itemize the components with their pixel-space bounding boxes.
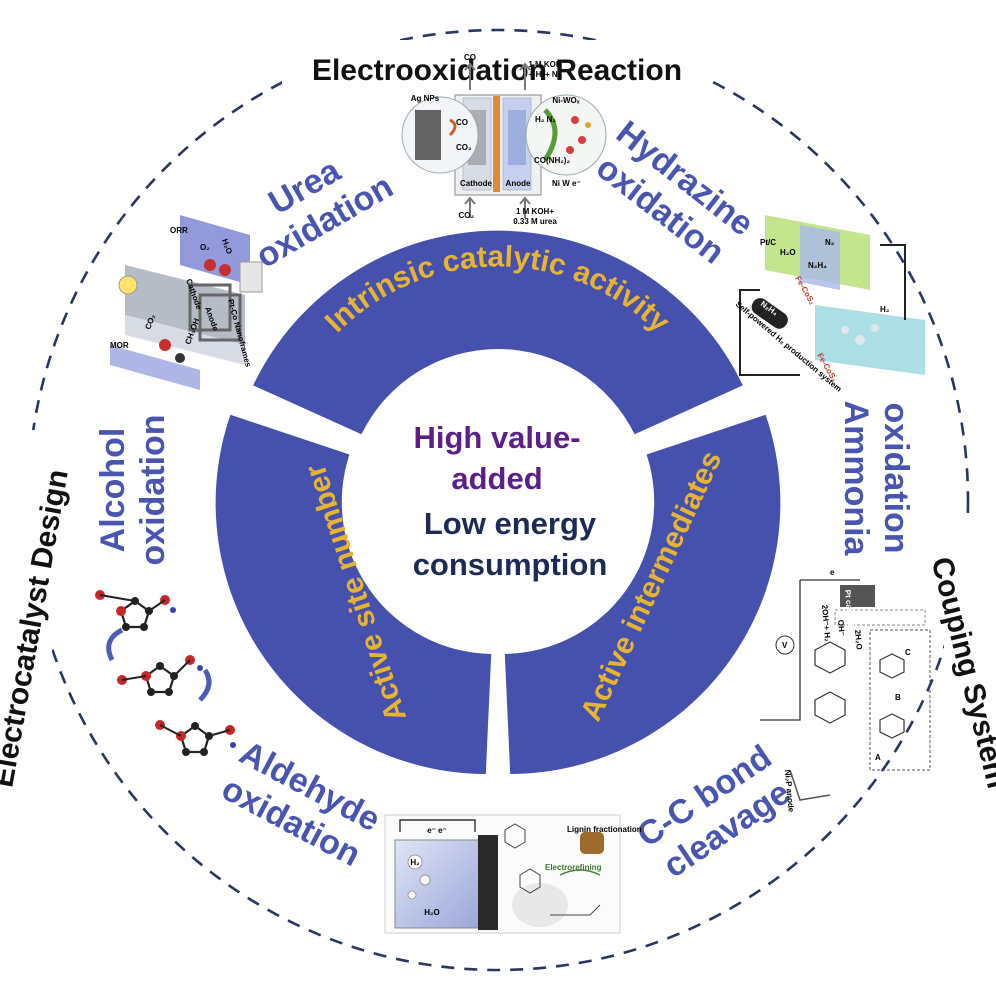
outer-right-label-backing — [944, 520, 996, 840]
svg-text:Ni W e⁻: Ni W e⁻ — [552, 179, 581, 188]
svg-text:Ni-WOₓ: Ni-WOₓ — [552, 96, 579, 105]
svg-text:Ag NPs: Ag NPs — [411, 94, 440, 103]
ammonia-coupling-illustration: Pt cathode Ni₂P anode 2OH⁻+ H₂ 2H₂O OH⁻ … — [760, 568, 931, 813]
svg-text:B: B — [895, 693, 901, 702]
svg-text:H₂O: H₂O — [424, 908, 440, 917]
svg-text:N₂H₄: N₂H₄ — [808, 261, 827, 270]
svg-text:CO(NH₂)₂: CO(NH₂)₂ — [534, 156, 570, 165]
outer-left-label-backing — [0, 430, 52, 810]
svg-text:A: A — [875, 753, 881, 762]
alcohol-fuel-cell-illustration: ORR MOR Cathode Anode Pt-Co Nanoframes H… — [110, 215, 263, 390]
svg-text:H₂O: H₂O — [780, 248, 796, 257]
center-line-3: Low energy — [424, 506, 597, 541]
outer-top-label-backing — [282, 40, 712, 90]
label-cc-bond-cleavage: C-C bond cleavage — [630, 738, 797, 886]
label-ammonia-oxidation: Ammonia oxidation — [837, 401, 915, 557]
svg-text:C: C — [905, 648, 911, 657]
label-alcohol-oxidation: Alcohol oxidation — [94, 414, 172, 565]
center-line-2: added — [451, 461, 542, 496]
svg-text:N₂: N₂ — [825, 238, 835, 247]
svg-text:Pt cathode: Pt cathode — [843, 589, 856, 631]
svg-text:2H₂O: 2H₂O — [853, 629, 864, 650]
label-hydrazine-oxidation: Hydrazine oxidation — [589, 113, 761, 271]
label-urea-oxidation: Urea oxidation — [250, 151, 400, 276]
svg-text:e⁻ e⁻: e⁻ e⁻ — [427, 826, 447, 835]
center-line-4: consumption — [413, 547, 608, 582]
svg-text:H₂: H₂ — [410, 858, 420, 867]
svg-text:+ H₂+ N₂: + H₂+ N₂ — [529, 70, 562, 79]
ring-segment-left — [215, 414, 492, 774]
svg-text:e: e — [830, 568, 835, 577]
svg-text:1 M KOH: 1 M KOH — [528, 60, 562, 69]
svg-text:O₂: O₂ — [200, 243, 210, 252]
svg-text:OH⁻: OH⁻ — [836, 619, 846, 636]
svg-text:Electrorefining: Electrorefining — [545, 863, 602, 872]
cc-cleavage-illustration: e⁻ e⁻ H₂ H₂O Lignin fractionation Electr… — [384, 814, 642, 934]
hydrazine-cell-illustration: Pt/C N₂ H₂O N₂H₄ Fe-CoS₂ Fe-CoS₂ H₂ N₂H₄… — [734, 215, 925, 394]
ring-segment-right — [504, 414, 781, 774]
svg-text:H₂ N₂: H₂ N₂ — [535, 115, 556, 124]
svg-text:Pt/C: Pt/C — [760, 238, 776, 247]
svg-text:oxidation: oxidation — [877, 402, 915, 553]
svg-text:CO: CO — [464, 53, 476, 62]
svg-text:Ammonia: Ammonia — [837, 401, 875, 557]
outer-label-top: Electrooxidation Reaction — [312, 54, 682, 87]
svg-text:2OH⁻+ H₂: 2OH⁻+ H₂ — [820, 604, 832, 642]
ring-segment-top — [253, 230, 743, 435]
svg-text:Cathode: Cathode — [460, 179, 493, 188]
svg-text:CO: CO — [456, 118, 468, 127]
label-aldehyde-oxidation: Aldehyde oxidation — [215, 734, 386, 874]
svg-text:CO₂: CO₂ — [456, 143, 472, 152]
svg-text:0.33 M urea: 0.33 M urea — [513, 217, 557, 226]
svg-text:Lignin fractionation: Lignin fractionation — [567, 825, 642, 834]
svg-text:ORR: ORR — [170, 226, 188, 235]
center-line-1: High value- — [413, 420, 580, 455]
svg-text:Alcohol: Alcohol — [94, 428, 132, 553]
svg-text:Anode: Anode — [506, 179, 531, 188]
urea-electrolyzer-illustration: CO 1 M KOH + H₂+ N₂ Ag NPs Ni-WOₓ Cathod… — [401, 53, 607, 226]
svg-text:CO₂: CO₂ — [458, 211, 474, 220]
svg-text:oxidation: oxidation — [134, 414, 172, 565]
aldehyde-molecules-illustration — [95, 590, 236, 756]
svg-text:Ni₂P anode: Ni₂P anode — [783, 769, 796, 813]
inner-ring — [215, 230, 781, 774]
svg-text:1 M KOH+: 1 M KOH+ — [516, 207, 554, 216]
svg-text:MOR: MOR — [110, 341, 129, 350]
svg-text:V: V — [782, 641, 788, 650]
svg-text:H₂: H₂ — [880, 305, 890, 314]
